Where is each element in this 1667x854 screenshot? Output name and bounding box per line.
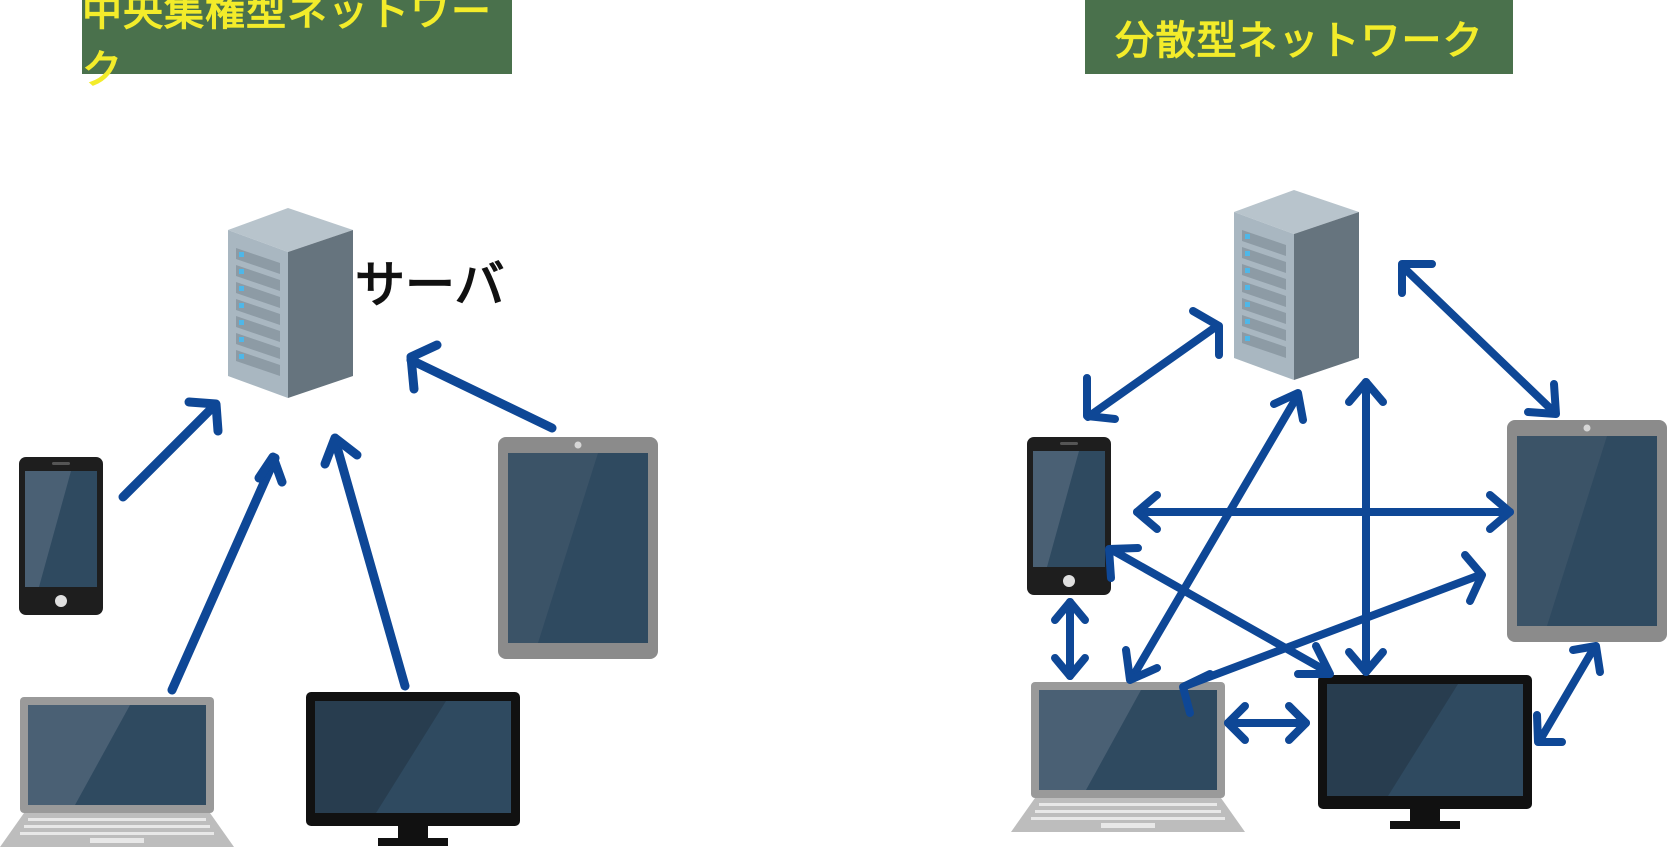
right-server-icon xyxy=(1234,190,1359,380)
right-monitor-icon xyxy=(1318,675,1532,829)
right-arrows xyxy=(1051,260,1604,746)
left-smartphone-icon xyxy=(19,457,103,615)
left-server-icon xyxy=(228,208,353,398)
left-tablet-icon xyxy=(498,437,658,659)
left-monitor-icon xyxy=(306,692,520,846)
distributed-network-title: 分散型ネットワーク xyxy=(1085,0,1513,74)
right-laptop-icon xyxy=(1011,682,1245,832)
left-arrows xyxy=(118,340,557,695)
left-laptop-icon xyxy=(0,697,234,847)
right-tablet-icon xyxy=(1507,420,1667,642)
centralized-network-title: 中央集権型ネットワーク xyxy=(82,0,512,93)
server-label: サーバ xyxy=(355,256,505,314)
right-smartphone-icon xyxy=(1027,437,1111,595)
